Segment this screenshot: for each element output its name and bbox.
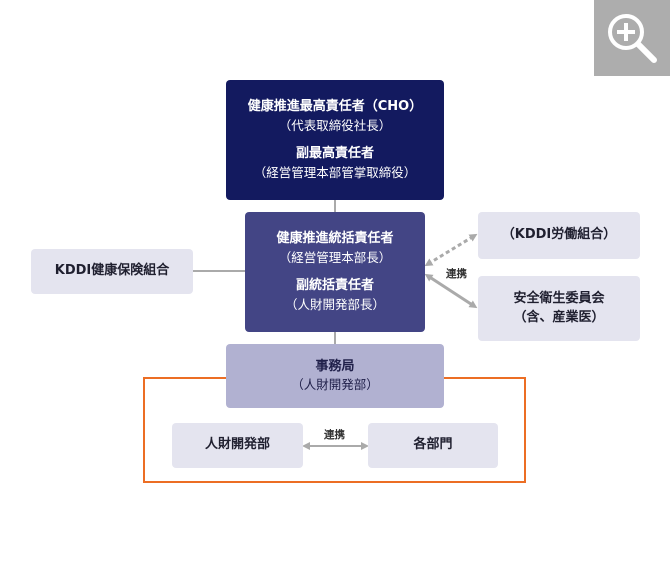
- health-manager-title: 健康推進統括責任者: [276, 231, 394, 247]
- zoom-button[interactable]: [594, 0, 670, 76]
- secretariat-box: 事務局 （人財開発部）: [226, 344, 444, 408]
- departments-box: 各部門: [368, 423, 498, 468]
- kddi-union-title: （KDDI労働組合）: [501, 227, 617, 243]
- health-manager-box: 健康推進統括責任者 （経営管理本部長） 副統括責任者 （人財開発部長）: [245, 212, 425, 332]
- secretariat-title: 事務局: [315, 358, 355, 374]
- safety-committee-title: 安全衛生委員会: [513, 290, 605, 306]
- kddi-health-insurance-box: KDDI健康保険組合: [31, 249, 193, 294]
- hr-development-title: 人財開発部: [204, 437, 270, 453]
- collaboration-label-bottom: 連携: [324, 429, 345, 441]
- vice-manager-subtitle: （人財開発部長）: [284, 296, 385, 312]
- cho-box: 健康推進最高責任者（CHO） （代表取締役社長） 副最高責任者 （経営管理本部管…: [226, 80, 444, 200]
- connector-manager-safety: [424, 273, 478, 309]
- connector-manager-union: [424, 233, 478, 267]
- hr-development-box: 人財開発部: [172, 423, 303, 468]
- vice-cho-title: 副最高責任者: [295, 146, 374, 161]
- cho-title: 健康推進最高責任者（CHO）: [247, 99, 423, 115]
- kddi-health-insurance-title: KDDI健康保険組合: [54, 263, 170, 279]
- kddi-union-box: （KDDI労働組合）: [478, 212, 640, 259]
- secretariat-subtitle: （人財開発部）: [291, 377, 379, 393]
- vice-manager-title: 副統括責任者: [295, 278, 374, 293]
- safety-committee-subtitle: （含、産業医）: [513, 309, 605, 325]
- collaboration-label-top: 連携: [446, 268, 467, 280]
- departments-title: 各部門: [413, 437, 453, 453]
- zoom-in-icon: [608, 14, 657, 63]
- safety-committee-box: 安全衛生委員会 （含、産業医）: [478, 276, 640, 341]
- vice-cho-subtitle: （経営管理本部管掌取締役）: [253, 164, 417, 180]
- cho-subtitle: （代表取締役社長）: [278, 117, 392, 133]
- health-manager-subtitle: （経営管理本部長）: [278, 249, 392, 265]
